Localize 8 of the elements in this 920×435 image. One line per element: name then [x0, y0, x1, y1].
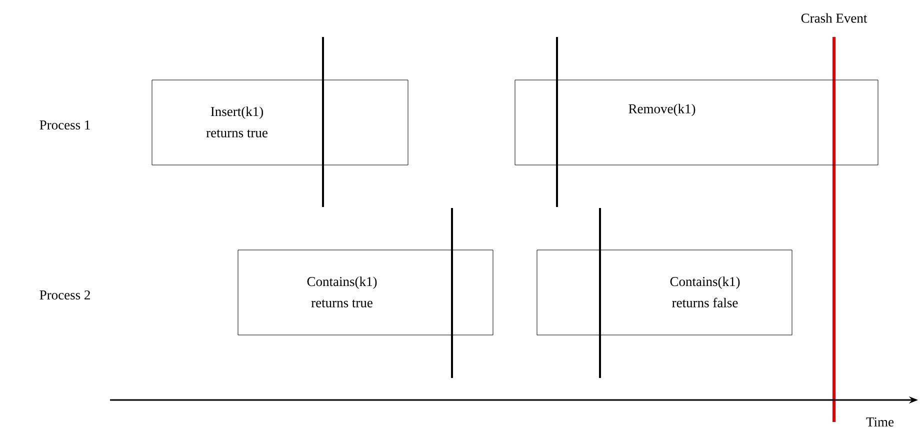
operation-box: Remove(k1)	[514, 80, 878, 166]
label-text: Time	[866, 417, 894, 427]
operation-box: Insert(k1) returns true	[152, 80, 408, 166]
label-text: Process 2	[40, 290, 90, 300]
label-text: Process 1	[40, 120, 90, 130]
label-text: Crash Event	[801, 13, 868, 23]
operation-box: Contains(k1) returns false	[536, 250, 792, 336]
operation-box: Contains(k1) returns true	[238, 250, 494, 336]
